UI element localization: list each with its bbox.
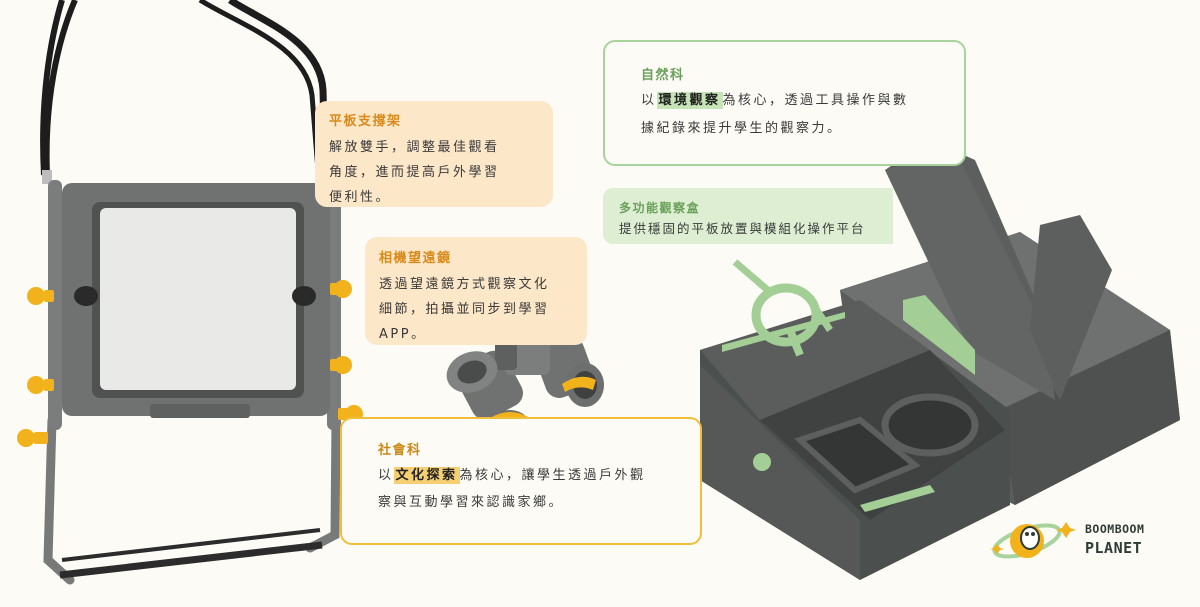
body-line: 角度，進而提高戶外學習 <box>329 165 500 180</box>
card-title: 相機望遠鏡 <box>379 251 452 266</box>
logo-line-2: PLANET <box>1085 539 1143 557</box>
card-body: 以環境觀察為核心，透過工具操作與數 據紀錄來提升學生的觀察力。 <box>641 87 944 143</box>
card-body: 以文化探索為核心，讓學生透過戶外觀 察與互動學習來認識家鄉。 <box>378 462 676 516</box>
body-line: 據紀錄來提升學生的觀察力。 <box>641 121 843 136</box>
body-line: 透過望遠鏡方式觀察文化 <box>379 277 550 292</box>
body-line: 細節，拍攝並同步到學習 <box>379 302 550 317</box>
card-title: 平板支撐架 <box>329 114 402 129</box>
body-line: 以文化探索為核心，讓學生透過戶外觀 <box>378 467 646 484</box>
logo-line-1: BOOMBOOM <box>1085 522 1145 536</box>
tablet-stand <box>17 0 363 585</box>
card-title: 社會科 <box>378 443 422 458</box>
highlight: 環境觀察 <box>656 92 723 109</box>
card-natural-science: 自然科 以環境觀察為核心，透過工具操作與數 據紀錄來提升學生的觀察力。 <box>603 40 966 166</box>
logo-icon <box>990 522 1076 559</box>
card-social-studies: 社會科 以文化探索為核心，讓學生透過戶外觀 察與互動學習來認識家鄉。 <box>340 417 702 545</box>
card-observation-box: 多功能觀察盒 提供穩固的平板放置與模組化操作平台 <box>603 188 893 244</box>
card-camera-telescope: 相機望遠鏡 透過望遠鏡方式觀察文化 細節，拍攝並同步到學習 APP。 <box>365 237 587 345</box>
card-title: 自然科 <box>641 68 685 83</box>
card-body: 透過望遠鏡方式觀察文化 細節，拍攝並同步到學習 APP。 <box>379 272 573 347</box>
card-body: 解放雙手，調整最佳觀看 角度，進而提高戶外學習 便利性。 <box>329 135 539 210</box>
brand-logo: BOOMBOOM PLANET <box>985 518 1185 568</box>
body-line: 解放雙手，調整最佳觀看 <box>329 140 500 155</box>
body-line: 便利性。 <box>329 190 392 205</box>
card-tablet-stand: 平板支撐架 解放雙手，調整最佳觀看 角度，進而提高戶外學習 便利性。 <box>315 101 553 207</box>
card-title: 多功能觀察盒 <box>619 201 701 215</box>
highlight: 文化探索 <box>393 467 460 484</box>
body-line: 察與互動學習來認識家鄉。 <box>378 495 565 510</box>
observation-box <box>700 140 1180 580</box>
body-line: 以環境觀察為核心，透過工具操作與數 <box>641 92 909 109</box>
body-line: APP。 <box>379 327 427 342</box>
card-body: 提供穩固的平板放置與模組化操作平台 <box>619 221 866 236</box>
